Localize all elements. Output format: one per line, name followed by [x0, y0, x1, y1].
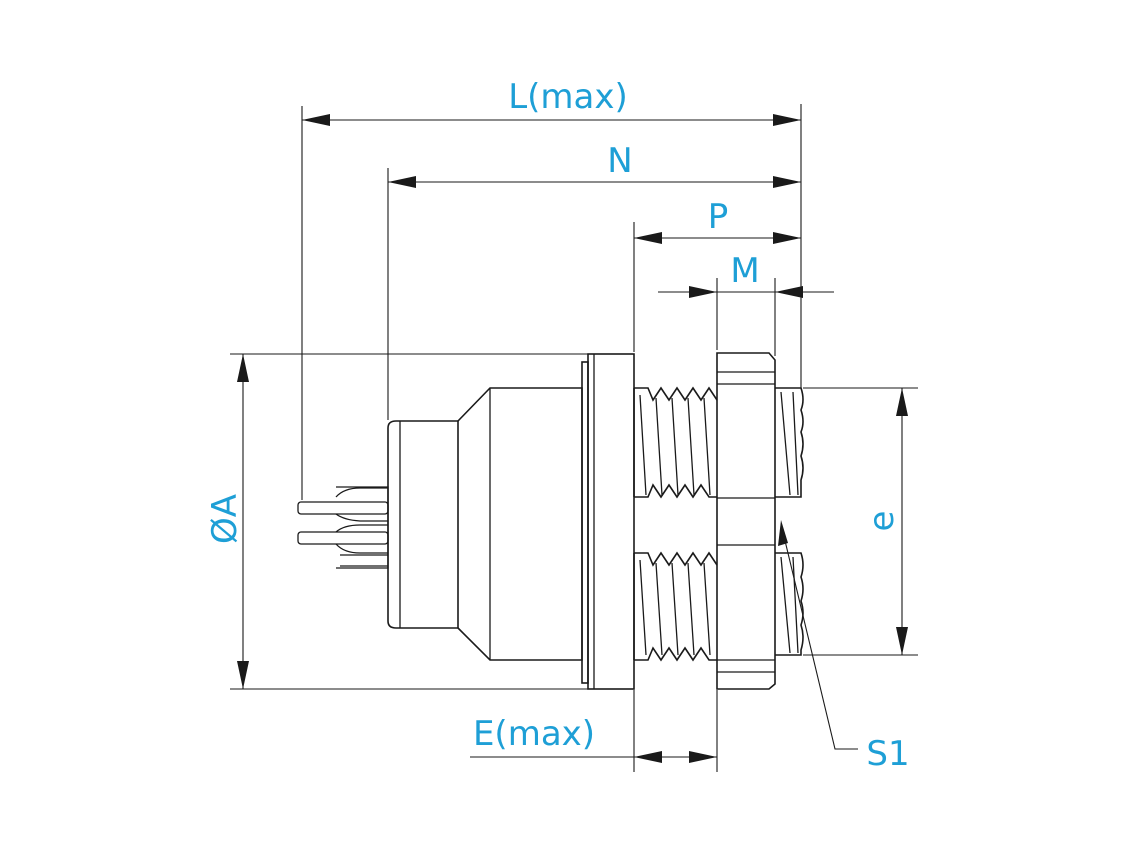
label-L: L(max)	[508, 77, 628, 117]
label-S1: S1	[866, 734, 909, 774]
dimension-e	[896, 388, 908, 655]
extension-lines	[230, 104, 918, 772]
label-N: N	[607, 141, 632, 181]
label-e: e	[862, 511, 902, 532]
dimension-A	[237, 354, 249, 689]
thread-lower	[633, 551, 718, 662]
dimension-L	[302, 114, 801, 126]
connector-body	[387, 353, 635, 690]
hex-nut	[716, 352, 776, 690]
label-E: E(max)	[473, 714, 595, 754]
dimension-M	[658, 286, 834, 298]
label-P: P	[708, 197, 729, 237]
dimension-P	[634, 232, 801, 244]
thread-upper	[633, 386, 718, 499]
front-thread	[775, 387, 804, 656]
leader-S1	[778, 520, 858, 750]
dimension-E	[470, 751, 717, 763]
label-M: M	[730, 251, 759, 291]
dimension-N	[388, 176, 801, 188]
contact-pins	[297, 486, 389, 569]
label-A: ØA	[205, 494, 245, 544]
